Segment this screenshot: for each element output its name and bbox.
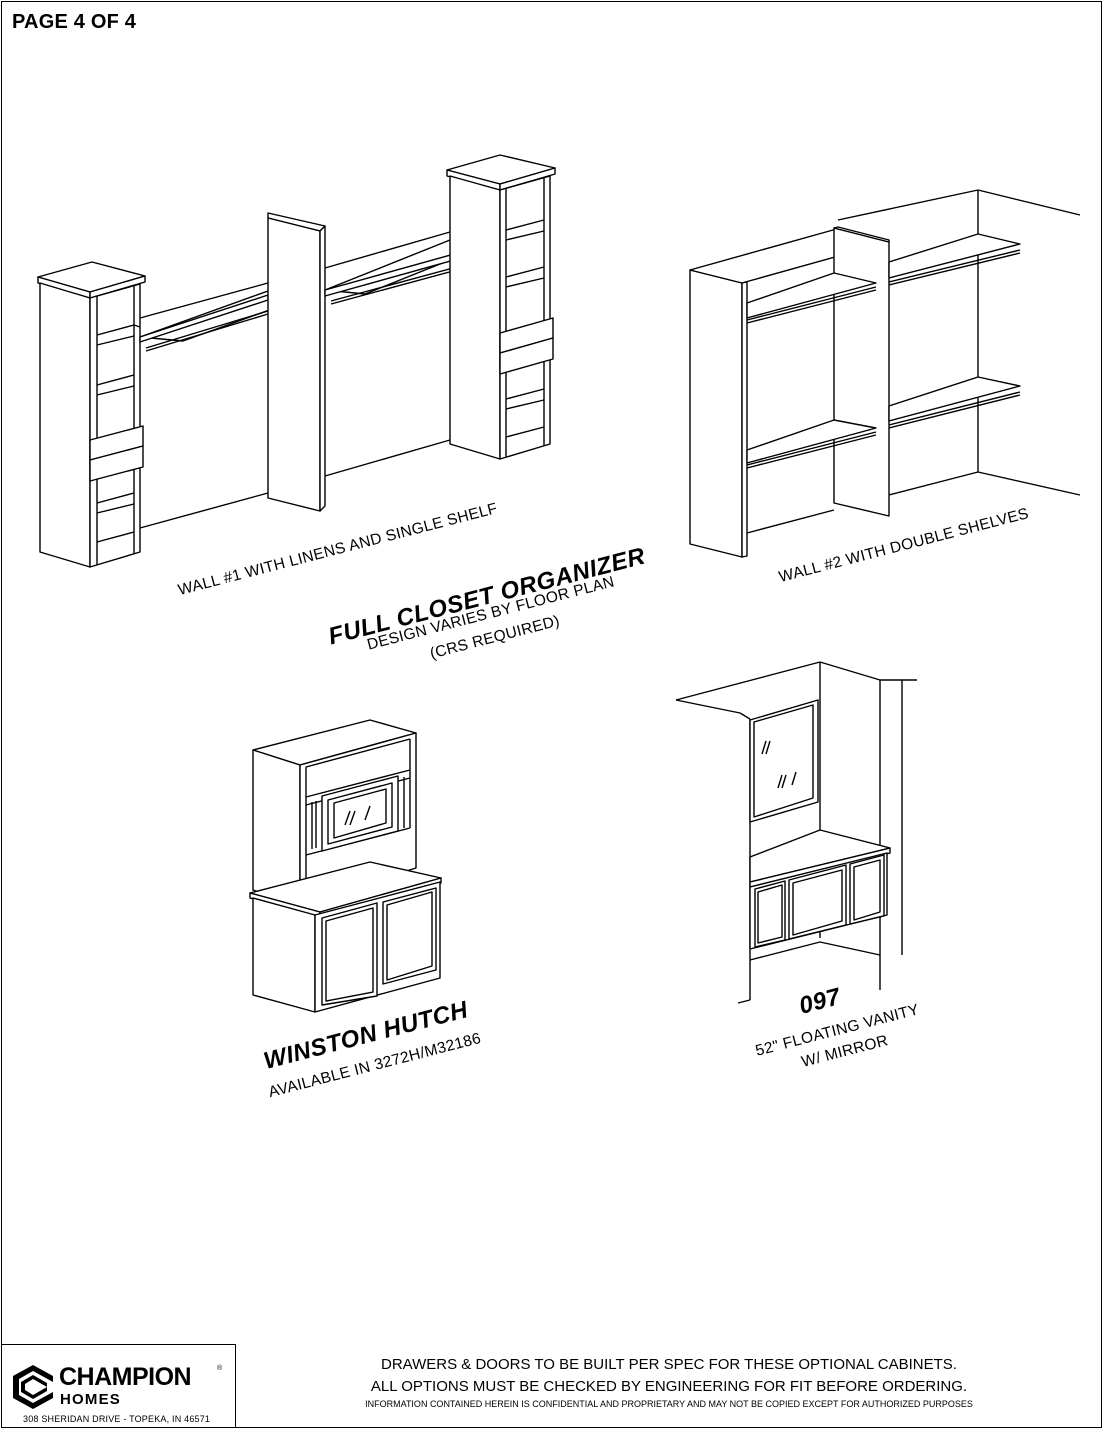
wall2-drawing bbox=[689, 189, 1081, 558]
cabinet-drawings bbox=[37, 154, 1081, 1013]
brand-name: CHAMPION bbox=[59, 1363, 192, 1391]
vanity-drawing bbox=[675, 661, 917, 1004]
brand-sub: HOMES bbox=[60, 1391, 122, 1408]
registered-mark: ® bbox=[217, 1365, 223, 1372]
note-line-2: ALL OPTIONS MUST BE CHECKED BY ENGINEERI… bbox=[370, 1378, 968, 1395]
page-number: PAGE 4 OF 4 bbox=[12, 11, 137, 33]
note-line-1: DRAWERS & DOORS TO BE BUILT PER SPEC FOR… bbox=[381, 1356, 957, 1373]
champion-logo-icon bbox=[13, 1365, 53, 1409]
wall1-right-linen-tower bbox=[446, 154, 556, 460]
hutch-drawing bbox=[249, 719, 442, 1013]
wall1-left-linen-tower bbox=[37, 261, 146, 568]
note-line-3: INFORMATION CONTAINED HEREIN IS CONFIDEN… bbox=[365, 1399, 973, 1409]
wall1-center-panel bbox=[267, 212, 326, 512]
wall1-drawing bbox=[37, 154, 556, 568]
company-address: 308 SHERIDAN DRIVE - TOPEKA, IN 46571 bbox=[23, 1414, 211, 1424]
title-block: CHAMPION ® HOMES 308 SHERIDAN DRIVE - TO… bbox=[1, 1344, 236, 1428]
